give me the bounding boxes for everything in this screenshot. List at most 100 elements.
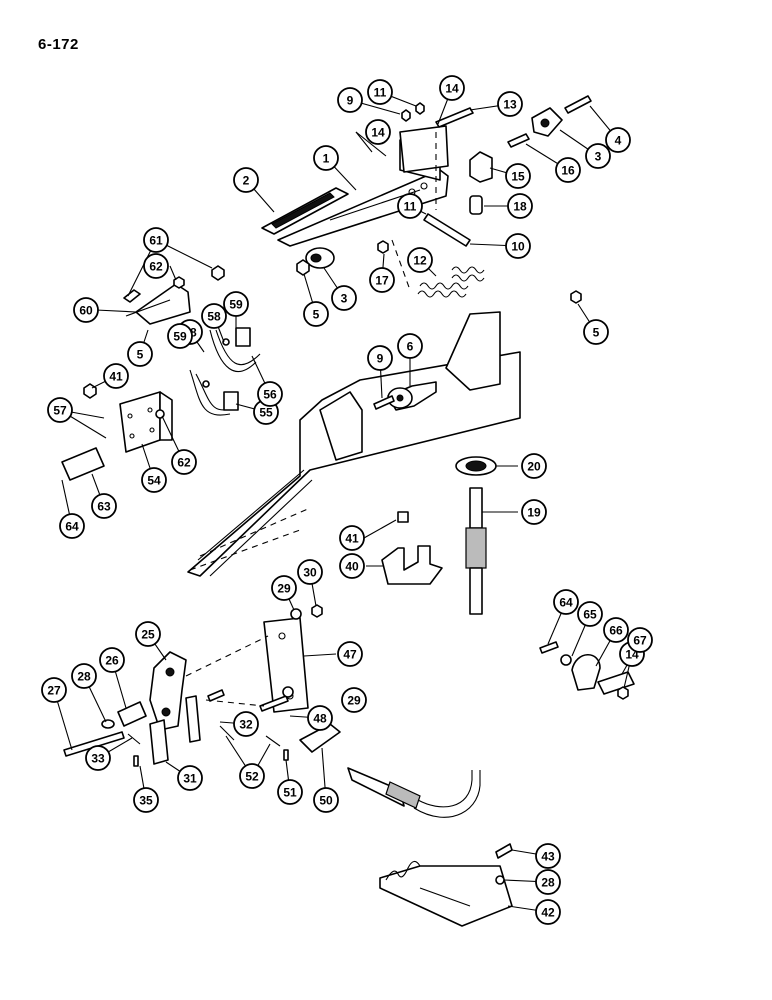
callout-62: 62 [171,449,197,475]
callout-number: 3 [341,292,348,306]
callout-circle [73,297,99,323]
callout-number: 5 [137,348,144,362]
callout-29: 29 [271,575,297,601]
callout-11: 11 [397,193,423,219]
callout-number: 30 [303,566,317,580]
callout-circle [313,145,339,171]
callout-circle [507,193,533,219]
callout-57: 57 [47,397,73,423]
callout-circle [297,559,323,585]
callout-circle [85,745,111,771]
callout-circle [313,787,339,813]
callout-number: 20 [527,460,541,474]
hand-lever-assembly [261,95,592,304]
callout-number: 55 [259,406,273,420]
callout-3: 3 [331,285,357,311]
callout-number: 10 [511,240,525,254]
callout-circle [521,499,547,525]
callout-41: 41 [339,525,365,551]
callout-number: 31 [183,772,197,786]
callout-number: 63 [97,500,111,514]
callout-circle [133,787,159,813]
callout-number: 5 [313,308,320,322]
callout-circle [521,453,547,479]
callout-66: 66 [603,617,629,643]
callout-12: 12 [407,247,433,273]
callout-circle [439,75,465,101]
callout-number: 2 [243,174,250,188]
callout-60: 60 [73,297,99,323]
callout-48: 48 [307,705,333,731]
callout-number: 59 [229,298,243,312]
callout-circle [577,601,603,627]
callout-circle [307,705,333,731]
callout-14: 14 [365,119,391,145]
callout-number: 11 [404,200,417,214]
callout-51: 51 [277,779,303,805]
callout-number: 17 [375,274,389,288]
callout-number: 5 [593,326,600,340]
callout-circle [585,143,611,169]
callout-31: 31 [177,765,203,791]
callout-5: 5 [127,341,153,367]
callout-number: 32 [239,718,253,732]
callout-circle [277,779,303,805]
callout-63: 63 [91,493,117,519]
cable-bracket-assembly [381,456,497,615]
callout-circle [171,449,197,475]
callout-number: 29 [347,694,361,708]
callout-number: 43 [541,850,555,864]
callout-circle [535,899,561,925]
callout-number: 19 [527,506,541,520]
callout-30: 30 [297,559,323,585]
callout-circle [303,301,329,327]
callout-number: 3 [595,150,602,164]
lower-linkage-assembly [63,604,481,818]
callout-number: 60 [79,304,93,318]
callout-number: 29 [277,582,291,596]
callout-number: 62 [177,456,191,470]
callout-number: 6 [407,340,414,354]
callout-number: 59 [173,330,187,344]
callout-circle [535,869,561,895]
callout-circle [141,467,167,493]
callout-67: 67 [627,627,653,653]
callout-circle [555,157,581,183]
callout-circle [497,91,523,117]
callout-number: 26 [105,654,119,668]
callout-circle [103,363,129,389]
callout-17: 17 [369,267,395,293]
callout-6: 6 [397,333,423,359]
callout-number: 64 [559,596,573,610]
callout-47: 47 [337,641,363,667]
callout-number: 27 [47,684,61,698]
callout-number: 41 [109,370,123,384]
callout-number: 25 [141,628,155,642]
switch-assembly [61,265,261,481]
callout-number: 28 [77,670,91,684]
callout-32: 32 [233,711,259,737]
callout-43: 43 [535,843,561,869]
callout-number: 12 [413,254,427,268]
callout-circle [331,285,357,311]
callout-number: 66 [609,624,623,638]
callout-circle [239,763,265,789]
callout-circle [535,843,561,869]
callout-19: 19 [521,499,547,525]
callout-61: 61 [143,227,169,253]
callout-circle [233,167,259,193]
callout-circle [177,765,203,791]
callout-number: 56 [263,388,277,402]
callout-circle [367,345,393,371]
callout-circle [41,677,67,703]
callout-54: 54 [141,467,167,493]
callout-65: 65 [577,601,603,627]
callout-circle [271,575,297,601]
callout-number: 52 [245,770,259,784]
callout-28: 28 [71,663,97,689]
callout-41: 41 [103,363,129,389]
callout-number: 41 [345,532,359,546]
callout-number: 61 [149,234,163,248]
callout-50: 50 [313,787,339,813]
